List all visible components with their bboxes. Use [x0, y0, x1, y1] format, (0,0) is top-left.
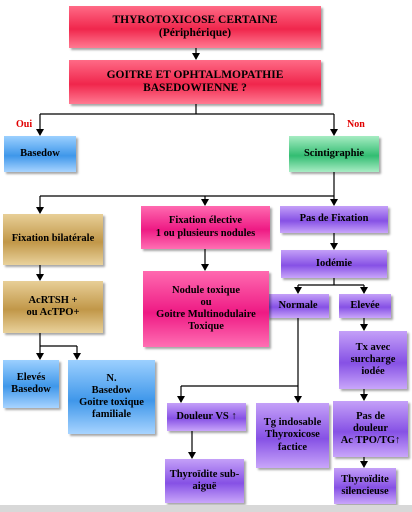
node-thyrotoxicose: THYROTOXICOSE CERTAINE (Périphérique) [69, 6, 321, 48]
connector-acrtsh-split [39, 333, 77, 347]
label-oui: Oui [16, 119, 33, 130]
connector-scinti-split [40, 172, 335, 197]
connector-iodemie-split [298, 278, 364, 286]
node-normale: Normale [267, 294, 329, 318]
node-pas-de-fixation: Pas de Fixation [280, 206, 388, 233]
node-acrtsh: AcRTSH + ou AcTPO+ [3, 281, 103, 333]
node-iodemie: Iodémie [281, 250, 387, 278]
node-fixation-elective: Fixation élective 1 ou plusieurs nodules [141, 206, 270, 249]
node-goitre: GOITRE ET OPHTALMOPATHIE BASEDOWIENNE ? [69, 60, 321, 104]
node-douleur-vs: Douleur VS ↑ [167, 403, 246, 431]
node-thyroidite-silencieuse: Thyroïdite silencieuse [334, 468, 396, 504]
node-n-basedow: N. Basedow Goitre toxique familiale [68, 360, 155, 434]
connector-goitre-split [40, 104, 334, 115]
node-tx-surcharge: Tx avec surcharge iodée [339, 331, 407, 389]
node-eleves-basedow: Elevés Basedow [3, 360, 59, 408]
node-pas-de-douleur: Pas de douleur Ac TPO/TG↑ [333, 401, 408, 457]
node-nodule-toxique: Nodule toxique ou Goitre Multinodulaire … [143, 271, 269, 347]
node-elevee: Elevée [339, 294, 391, 318]
node-thyroidite-subaigue: Thyroïdite sub- aiguë [165, 459, 244, 503]
label-non: Non [347, 119, 365, 130]
connector-normale-split [181, 318, 299, 387]
node-fixation-bilaterale: Fixation bilatérale [3, 214, 103, 265]
node-scintigraphie: Scintigraphie [289, 136, 379, 172]
node-tg-indosable: Tg indosable Thyroxicose factice [256, 403, 329, 468]
node-basedow: Basedow [4, 136, 76, 172]
bottom-bar [0, 505, 412, 512]
